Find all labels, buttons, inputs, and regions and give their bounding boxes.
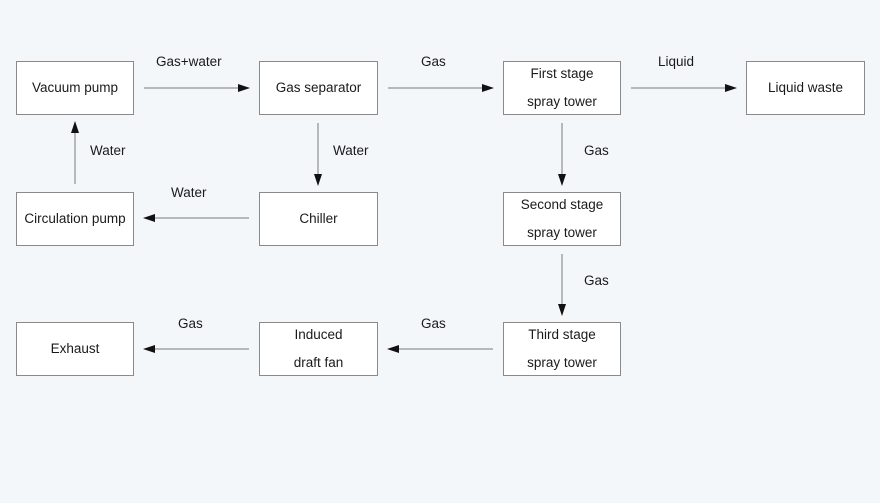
node-label-line-2: spray tower bbox=[527, 94, 597, 109]
node-label: Gas separator bbox=[275, 80, 362, 95]
node-label: Exhaust bbox=[50, 341, 100, 356]
edge-label-gas: Gas bbox=[178, 316, 203, 331]
node-label-line-1: Third stage bbox=[528, 327, 596, 342]
node-label: Chiller bbox=[299, 211, 338, 226]
node-label-line-1: First stage bbox=[530, 66, 594, 81]
edge-label-water: Water bbox=[333, 143, 369, 158]
edge-label-water: Water bbox=[171, 185, 207, 200]
edge-label-gas-water: Gas+water bbox=[156, 54, 222, 69]
edge-label-gas: Gas bbox=[584, 273, 609, 288]
node-label-line-1: Second stage bbox=[520, 197, 604, 212]
node-liquid-waste: Liquid waste bbox=[746, 61, 865, 115]
node-gas-separator: Gas separator bbox=[259, 61, 378, 115]
edge-label-gas: Gas bbox=[421, 54, 446, 69]
node-first-stage-spray-tower: First stage spray tower bbox=[503, 61, 621, 115]
edge-label-gas: Gas bbox=[421, 316, 446, 331]
edge-label-gas: Gas bbox=[584, 143, 609, 158]
node-label-line-2: spray tower bbox=[527, 355, 597, 370]
node-chiller: Chiller bbox=[259, 192, 378, 246]
node-vacuum-pump: Vacuum pump bbox=[16, 61, 134, 115]
node-label-line-2: draft fan bbox=[293, 355, 344, 370]
node-label: Circulation pump bbox=[24, 211, 126, 226]
node-exhaust: Exhaust bbox=[16, 322, 134, 376]
edge-label-liquid: Liquid bbox=[658, 54, 695, 69]
node-third-stage-spray-tower: Third stage spray tower bbox=[503, 322, 621, 376]
node-circulation-pump: Circulation pump bbox=[16, 192, 134, 246]
node-label: Liquid waste bbox=[767, 80, 844, 95]
node-label: Vacuum pump bbox=[31, 80, 119, 95]
node-label-line-2: spray tower bbox=[527, 225, 597, 240]
edge-label-water: Water bbox=[90, 143, 126, 158]
node-label-line-1: Induced bbox=[294, 327, 343, 342]
node-induced-draft-fan: Induced draft fan bbox=[259, 322, 378, 376]
node-second-stage-spray-tower: Second stage spray tower bbox=[503, 192, 621, 246]
